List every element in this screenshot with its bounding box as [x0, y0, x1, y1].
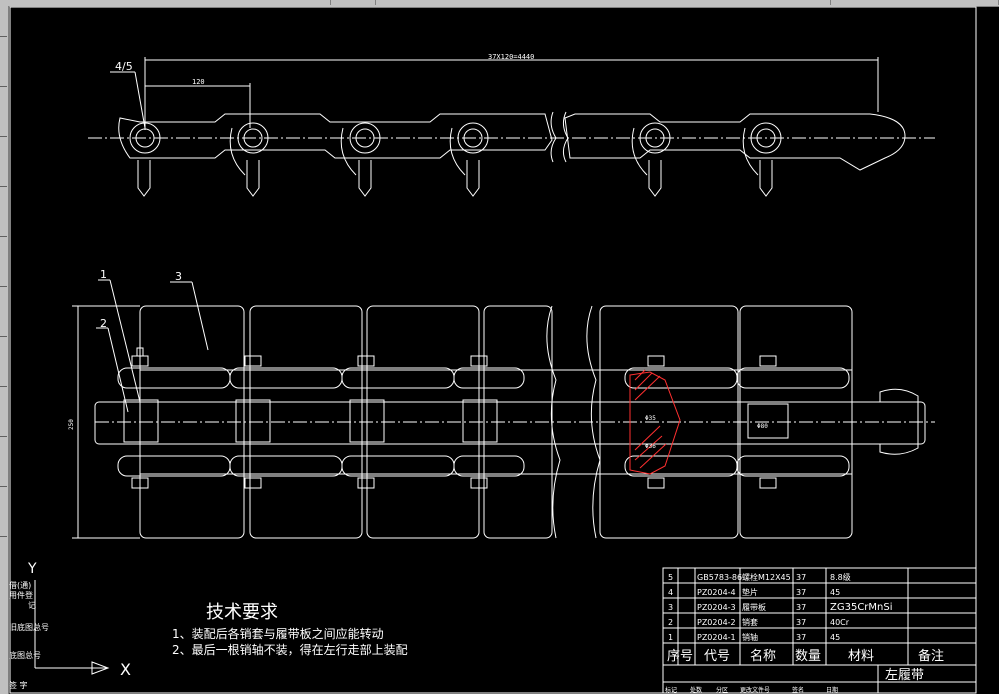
grousers — [137, 160, 773, 197]
bom-header-qty: 数量 — [795, 649, 821, 664]
bom-no: 4 — [668, 588, 673, 597]
dim-pin-dia: Φ80 — [757, 423, 768, 430]
stamp-line: 底图总号 — [9, 651, 41, 660]
bom-material: ZG35CrMnSi — [830, 602, 893, 613]
bom-header-name: 名称 — [750, 648, 776, 664]
pin-bushings — [123, 399, 789, 443]
dim-overall: 37X120=4440 — [488, 53, 534, 61]
tb-date: 日期 — [826, 686, 838, 694]
bom-name: 螺栓M12X45 — [742, 572, 791, 582]
bom-name: 履带板 — [742, 602, 766, 612]
chain-links — [94, 367, 926, 477]
pin-circles-top — [129, 122, 782, 154]
callout-4-5: 4/5 — [115, 60, 133, 73]
bom-table — [662, 567, 977, 694]
section-view — [629, 369, 681, 475]
stamp-line: 记 — [28, 601, 36, 610]
bom-code: PZ0204-3 — [697, 603, 736, 612]
stamp-line: 用件登 — [9, 591, 33, 600]
tech-title: 技术要求 — [206, 602, 278, 623]
tech-item-1: 1、装配后各销套与履带板之间应能转动 — [172, 626, 384, 641]
dim-hole1: Φ35 — [645, 415, 656, 422]
bom-material: 45 — [830, 633, 840, 642]
bom-name: 销轴 — [742, 632, 758, 642]
toolbar-segment — [375, 0, 831, 5]
bom-header-code: 代号 — [704, 649, 730, 664]
bom-no: 1 — [668, 633, 673, 642]
stamp-line: 借(通) — [9, 581, 32, 590]
callout-3: 3 — [175, 270, 182, 283]
tb-sign: 签名 — [792, 686, 804, 694]
axis-y-label: Y — [27, 561, 37, 577]
axis-x-label: X — [120, 660, 131, 679]
drawing-title: 左履带 — [885, 668, 924, 683]
side-stamp: 借(通) 用件登 记 旧底图总号 底图总号 签 字 — [8, 580, 49, 694]
left-ruler[interactable] — [0, 6, 9, 694]
bom-code: PZ0204-1 — [697, 633, 736, 642]
stamp-line: 旧底图总号 — [9, 623, 49, 632]
bolts — [131, 347, 777, 489]
bom-header-material: 材料 — [848, 649, 874, 664]
toolbar-segment — [330, 0, 376, 5]
top-view — [88, 57, 935, 197]
bom-name: 销套 — [742, 617, 758, 627]
bom-material: 45 — [830, 588, 840, 597]
bom-material: 8.8级 — [830, 572, 851, 582]
drawing-frame — [9, 6, 977, 694]
bom-no: 3 — [668, 603, 673, 612]
bom-qty: 37 — [796, 633, 806, 642]
callout-1: 1 — [100, 268, 107, 281]
bom-header-no: 序号 — [667, 649, 693, 664]
bom-code: GB5783-86 — [697, 573, 742, 582]
tb-count: 处数 — [690, 686, 702, 694]
bom-qty: 37 — [796, 588, 806, 597]
dim-pitch: 120 — [192, 78, 205, 86]
bom-qty: 37 — [796, 573, 806, 582]
tb-zone: 分区 — [716, 686, 728, 694]
bom-name: 垫片 — [742, 587, 758, 597]
ucs-icon — [34, 580, 110, 675]
toolbar-segment — [0, 0, 331, 5]
plan-view — [72, 279, 935, 539]
tb-change-doc: 更改文件号 — [740, 686, 770, 694]
bom-no: 2 — [668, 618, 673, 627]
bom-header-note: 备注 — [918, 648, 944, 664]
bom-qty: 37 — [796, 603, 806, 612]
bom-material: 40Cr — [830, 618, 850, 627]
bom-qty: 37 — [796, 618, 806, 627]
callout-2: 2 — [100, 317, 107, 330]
stamp-line: 签 字 — [9, 681, 28, 690]
bom-code: PZ0204-2 — [697, 618, 736, 627]
dim-width: 250 — [68, 419, 75, 430]
tb-mark: 标记 — [665, 686, 677, 694]
dim-hole2: Φ36 — [645, 443, 656, 450]
bom-no: 5 — [668, 573, 673, 582]
bom-code: PZ0204-4 — [697, 588, 736, 597]
tech-item-2: 2、最后一根销轴不装，得在左行走部上装配 — [172, 642, 408, 657]
